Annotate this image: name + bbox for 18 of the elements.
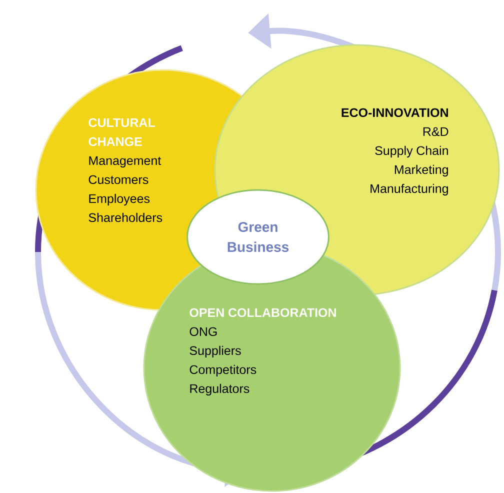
node-label: ECO-INNOVATION bbox=[342, 108, 448, 118]
node-label: Shareholders bbox=[88, 212, 162, 222]
node-label: Regulators bbox=[190, 384, 250, 396]
node-label: Customers bbox=[88, 175, 148, 184]
node-label: CULTURAL CHANGE bbox=[88, 118, 155, 146]
node-label: Management bbox=[89, 156, 162, 168]
node-label: R&D bbox=[423, 127, 448, 136]
node-label: Competitors bbox=[190, 364, 256, 377]
node-label: Marketing bbox=[394, 164, 448, 177]
circle-text: OPEN COLLABORATION ONG Suppliers Competitors Regulators bbox=[190, 308, 336, 396]
node-label: Supply Chain bbox=[375, 146, 448, 158]
node-label: Manufacturing bbox=[370, 184, 448, 196]
node-label: OPEN COLLABORATION bbox=[190, 308, 336, 318]
node-label: Employees bbox=[89, 194, 150, 206]
circle-text: CULTURAL CHANGE Management Customers Employees Shareholders bbox=[88, 118, 162, 222]
node-label: ONG bbox=[190, 327, 217, 336]
circle-text: ECO-INNOVATION R&D Supply Chain Marketing Manufacturing bbox=[342, 108, 448, 196]
node-label: Suppliers bbox=[190, 346, 241, 358]
